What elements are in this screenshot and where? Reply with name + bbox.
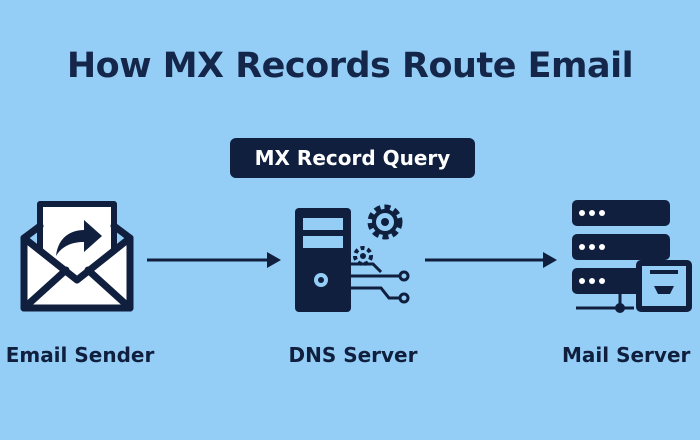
diagram-title: How MX Records Route Email [66,46,634,86]
arrow-sender-to-dns [147,252,281,268]
node-label-mail-server: Mail Server [562,343,691,367]
arrow-dns-to-mail [425,252,557,268]
mx-query-badge: MX Record Query [230,138,475,178]
dns-server-icon [295,204,410,312]
node-label-dns-server: DNS Server [288,343,418,367]
node-label-email-sender: Email Sender [5,343,155,367]
envelope-forward-icon [20,201,134,312]
mail-server-icon [572,200,692,313]
